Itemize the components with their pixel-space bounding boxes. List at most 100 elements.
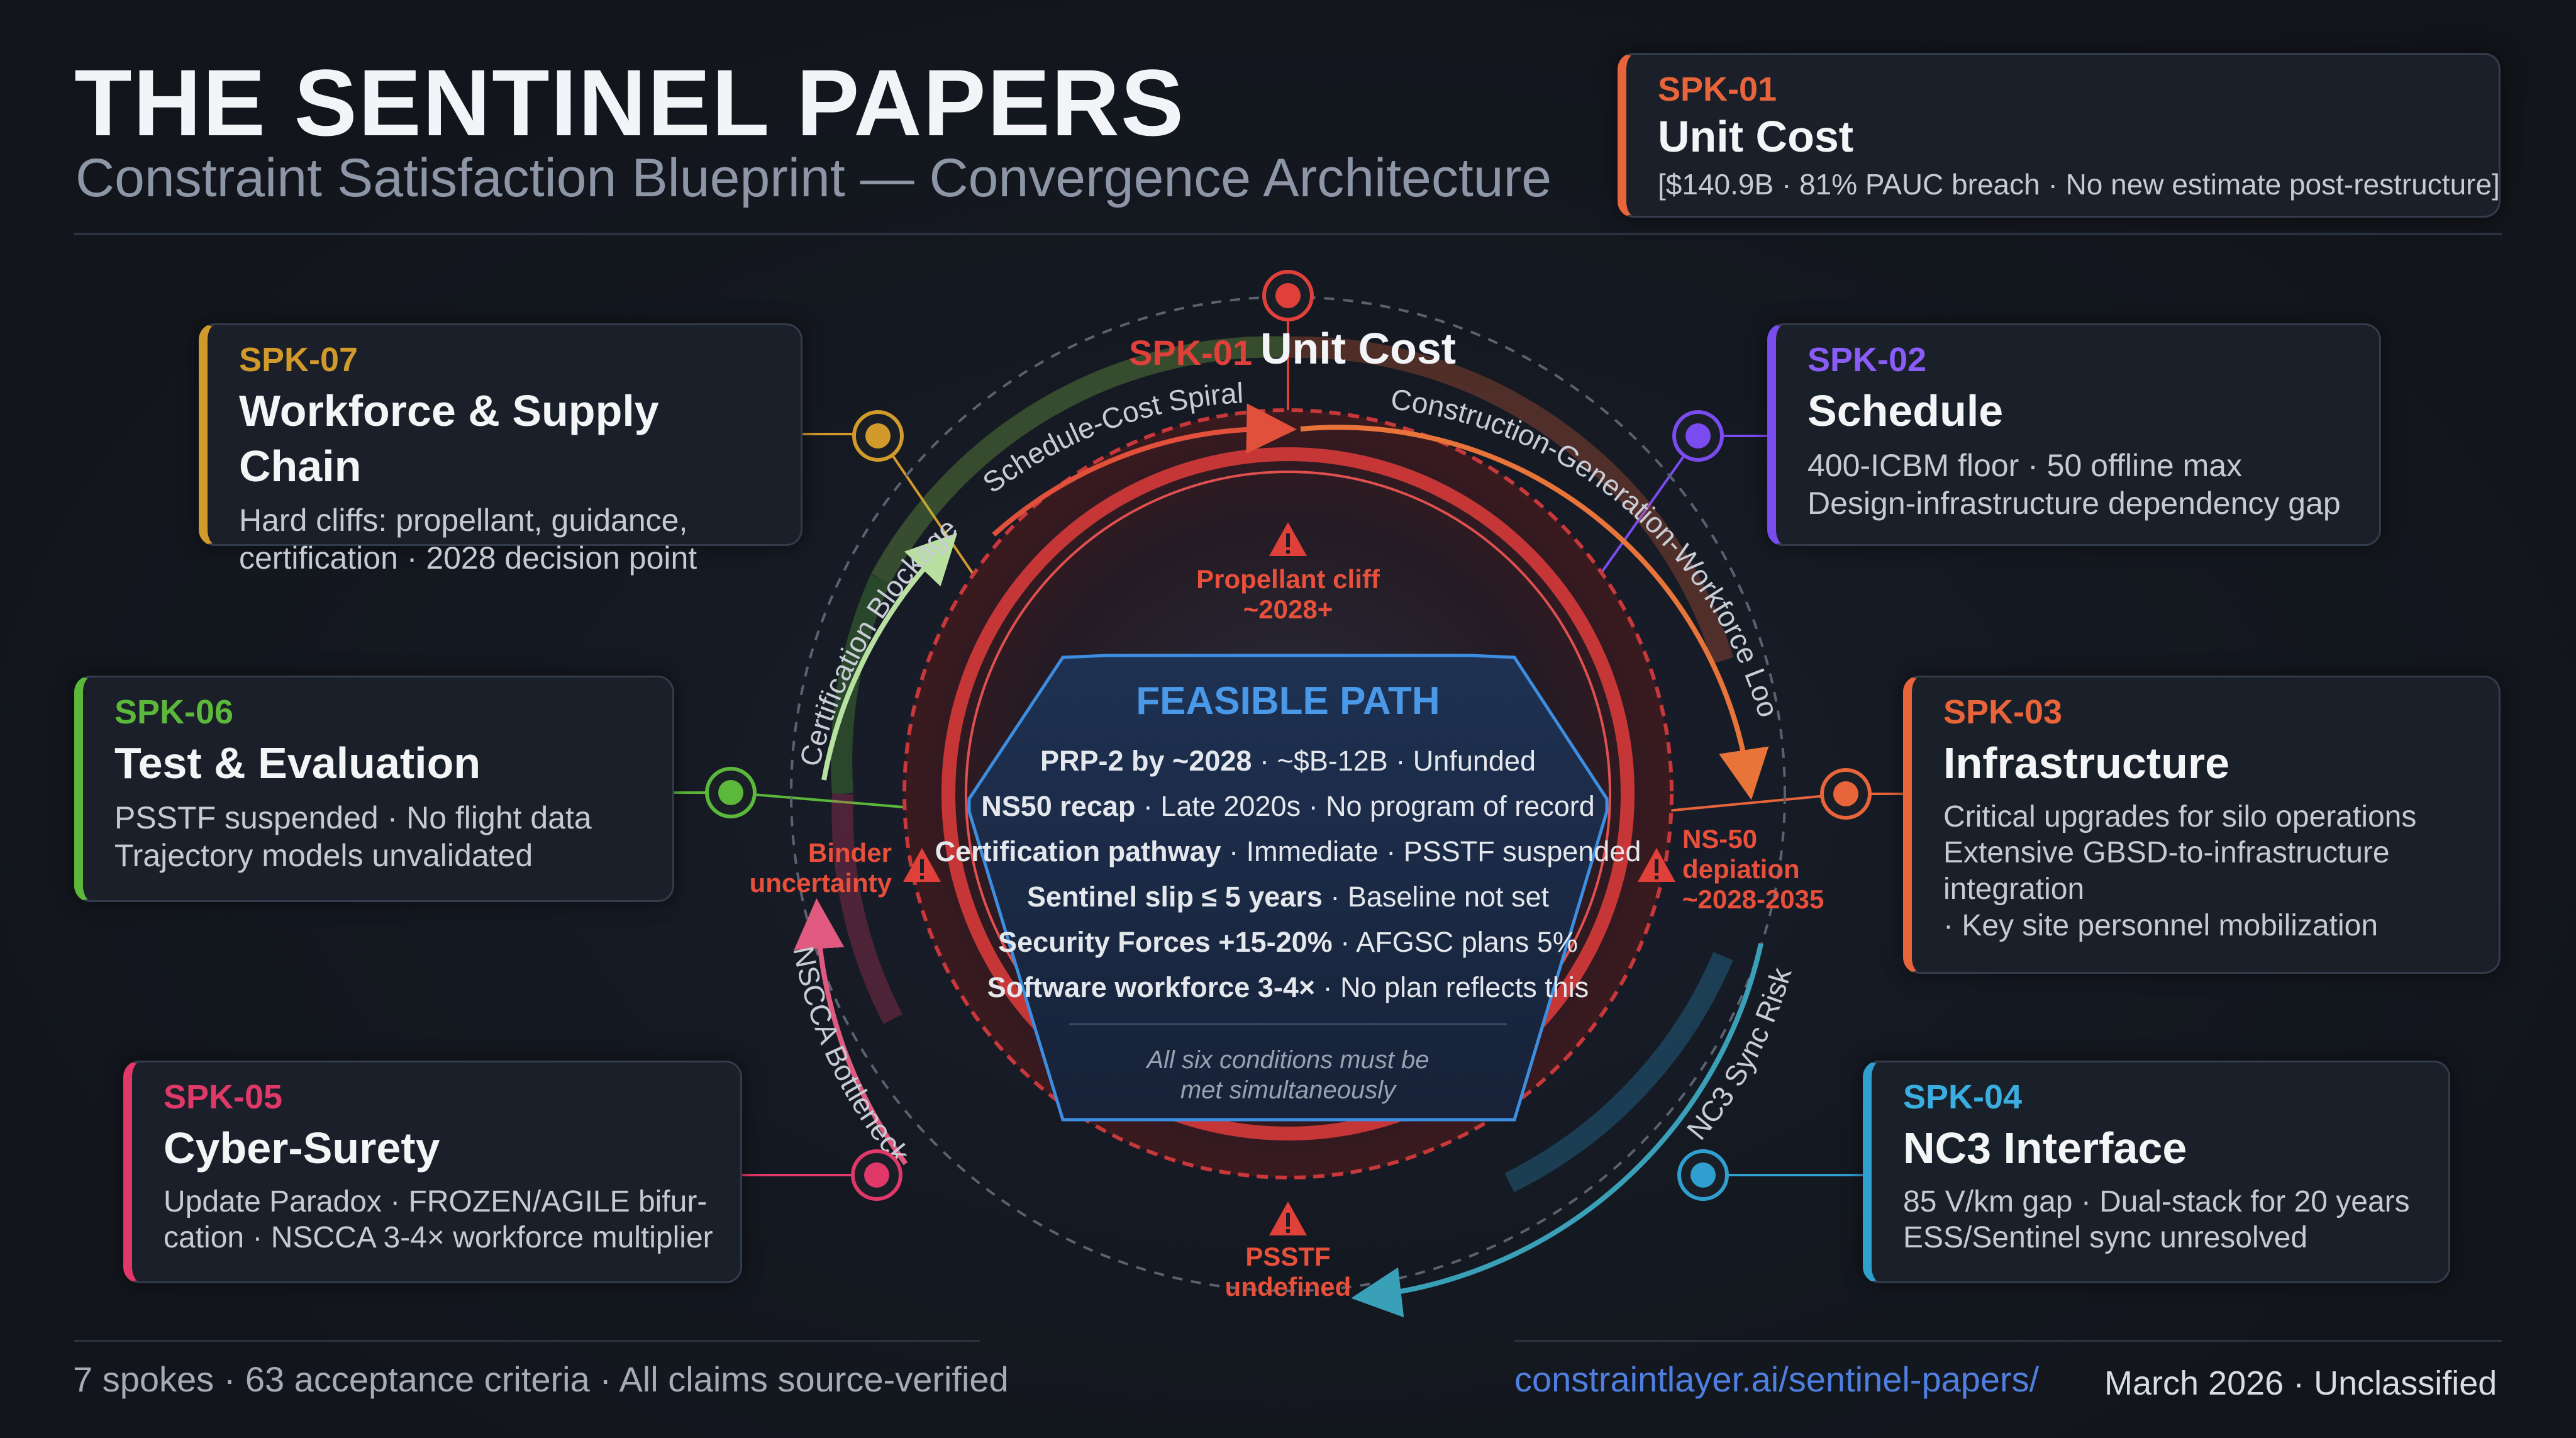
card-spk05-code: SPK-05 (164, 1078, 283, 1116)
card-spk05-line: cation · NSCCA 3-4× workforce multiplier (164, 1221, 713, 1255)
danger-ring (941, 447, 1635, 1140)
card-spk03-line: · Key site personnel mobilization (1943, 908, 2379, 942)
card-spk03-line: integration (1943, 872, 2085, 906)
footer-divider-right (1514, 1340, 2502, 1342)
card-spk04-name: NC3 Interface (1903, 1123, 2187, 1173)
card-spk04-code: SPK-04 (1903, 1078, 2023, 1116)
footer-summary: 7 spokes · 63 acceptance criteria · All … (73, 1359, 1009, 1399)
card-spk07-code: SPK-07 (239, 341, 358, 379)
connector-spk06-inner (730, 791, 919, 810)
warning-icon-psstf (1269, 1201, 1307, 1235)
glow-bottom-right (1504, 952, 1733, 1193)
top-node-code: SPK-01 (1129, 333, 1252, 372)
card-spk06-line: Trajectory models unvalidated (114, 837, 533, 873)
glow-top-left (871, 336, 1289, 584)
arc-nscca (794, 898, 908, 1166)
risk-binder-line1: Binder (808, 838, 892, 867)
card-spk07-line: Hard cliffs: propellant, guidance, (239, 503, 688, 538)
card-spk03-desc: Critical upgrades for silo operations Ex… (1943, 799, 2473, 944)
card-spk06[interactable]: SPK-06 Test & Evaluation PSSTF suspended… (74, 676, 674, 902)
risk-psstf-line2: undefined (1225, 1272, 1352, 1301)
card-spk04-desc: 85 V/km gap · Dual-stack for 20 years ES… (1903, 1184, 2423, 1256)
condition-4: Sentinel slip ≤ 5 years · Baseline not s… (1027, 881, 1550, 913)
warning-icons (903, 522, 1675, 1235)
card-spk06-desc: PSSTF suspended · No flight data Traject… (114, 799, 647, 874)
orbit-nodes (705, 270, 1872, 1201)
page-subtitle: Constraint Satisfaction Blueprint — Conv… (75, 148, 1552, 208)
footer-divider-left (74, 1340, 980, 1342)
connector-spk03-inner (1660, 793, 1846, 813)
feasible-path-panel (967, 654, 1609, 1122)
card-spk02-line: 400-ICBM floor · 50 offline max (1807, 447, 2243, 483)
card-spk07-name: Workforce & Supply Chain (239, 386, 659, 491)
condition-5: Security Forces +15-20% · AFGSC plans 5% (998, 926, 1578, 958)
card-spk02-name: Schedule (1807, 386, 2004, 436)
feasible-conditions: PRP-2 by ~2028 · ~$B-12B · Unfunded NS50… (935, 745, 1641, 1003)
card-spk07[interactable]: SPK-07 Workforce & Supply Chain Hard cli… (199, 323, 802, 576)
card-spk02-desc: 400-ICBM floor · 50 offline max Design-i… (1807, 447, 2354, 522)
risk-ns50-line1: NS-50 (1682, 824, 1757, 854)
glow-top-right (1287, 336, 1734, 664)
card-spk02[interactable]: SPK-02 Schedule 400-ICBM floor · 50 offl… (1767, 323, 2381, 546)
feasible-note-line1: All six conditions must be (1145, 1046, 1429, 1074)
node-spk07-dot (865, 423, 891, 449)
card-spk05[interactable]: SPK-05 Cyber-Surety Update Paradox · FRO… (123, 1061, 742, 1283)
card-spk02-code: SPK-02 (1807, 341, 1927, 379)
risk-propellant-line2: ~2028+ (1243, 594, 1333, 624)
arc-construction (1300, 425, 1769, 800)
card-spk01-line: [$140.9B · 81% PAUC breach · No new esti… (1658, 167, 2500, 201)
risk-ns50-line3: ~2028-2035 (1682, 884, 1824, 914)
warning-icon-binder (903, 848, 941, 882)
risk-propellant-line1: Propellant cliff (1196, 564, 1380, 594)
condition-2: NS50 recap · Late 2020s · No program of … (981, 790, 1595, 822)
card-spk05-line: Update Paradox · FROZEN/AGILE bifur- (164, 1184, 708, 1218)
condition-1: PRP-2 by ~2028 · ~$B-12B · Unfunded (1040, 745, 1536, 777)
arc-certification (821, 532, 958, 781)
arc-schedule-cost (992, 403, 1297, 537)
card-spk03-code: SPK-03 (1943, 693, 2063, 731)
condition-6: Software workforce 3-4× · No plan reflec… (987, 971, 1589, 1003)
node-spk01-dot (1275, 283, 1301, 308)
feasible-title: FEASIBLE PATH (1136, 679, 1440, 723)
risk-ns50-line2: depiation (1682, 854, 1800, 884)
glow-bottom-left (831, 793, 903, 1024)
danger-ring-outer (902, 408, 1674, 1179)
card-spk06-name: Test & Evaluation (114, 739, 481, 788)
page-title: THE SENTINEL PAPERS (74, 50, 1185, 155)
glow-ring (831, 336, 1734, 1193)
header-divider (74, 233, 2502, 235)
risk-binder-line2: uncertainty (750, 868, 892, 898)
risk-psstf-line1: PSSTF (1245, 1242, 1330, 1271)
node-spk02-dot (1685, 423, 1711, 449)
top-node-name: Unit Cost (1260, 324, 1456, 373)
warning-icon-propellant (1269, 522, 1307, 556)
label-nscca: NSCCA Bottleneck (787, 944, 916, 1171)
node-spk05-dot (864, 1162, 889, 1188)
card-spk04[interactable]: SPK-04 NC3 Interface 85 V/km gap · Dual-… (1863, 1061, 2450, 1283)
card-spk01[interactable]: SPK-01 Unit Cost [$140.9B · 81% PAUC bre… (1618, 53, 2501, 218)
card-spk01-name: Unit Cost (1658, 112, 1854, 162)
node-spk03-dot (1833, 781, 1858, 806)
node-spk04-dot (1690, 1162, 1716, 1188)
glow-left (831, 574, 891, 795)
card-spk01-desc: [$140.9B · 81% PAUC breach · No new esti… (1658, 167, 2500, 202)
footer-link[interactable]: constraintlayer.ai/sentinel-papers/ (1514, 1359, 2040, 1399)
card-spk04-line: 85 V/km gap · Dual-stack for 20 years (1903, 1184, 2410, 1218)
card-spk06-line: PSSTF suspended · No flight data (114, 800, 592, 835)
card-spk05-name: Cyber-Surety (164, 1123, 440, 1173)
feasible-note-line2: met simultaneously (1180, 1076, 1397, 1104)
card-spk03-line: Critical upgrades for silo operations (1943, 800, 2417, 833)
card-spk05-desc: Update Paradox · FROZEN/AGILE bifur- cat… (164, 1184, 715, 1256)
arc-nc3-sync (1351, 943, 1763, 1318)
card-spk03-name: Infrastructure (1943, 739, 2230, 788)
condition-3: Certification pathway · Immediate · PSST… (935, 835, 1641, 867)
card-spk07-line: certification · 2028 decision point (239, 540, 697, 576)
warning-icon-ns50 (1638, 848, 1675, 882)
node-spk06-dot (718, 780, 743, 805)
footer-date-classification: March 2026 · Unclassified (2104, 1364, 2497, 1402)
card-spk06-code: SPK-06 (114, 693, 234, 731)
card-spk07-desc: Hard cliffs: propellant, guidance, certi… (239, 501, 775, 577)
card-spk03-line: Extensive GBSD-to-infrastructure (1943, 836, 2390, 870)
card-spk01-code: SPK-01 (1658, 70, 1777, 108)
card-spk03[interactable]: SPK-03 Infrastructure Critical upgrades … (1903, 676, 2501, 974)
